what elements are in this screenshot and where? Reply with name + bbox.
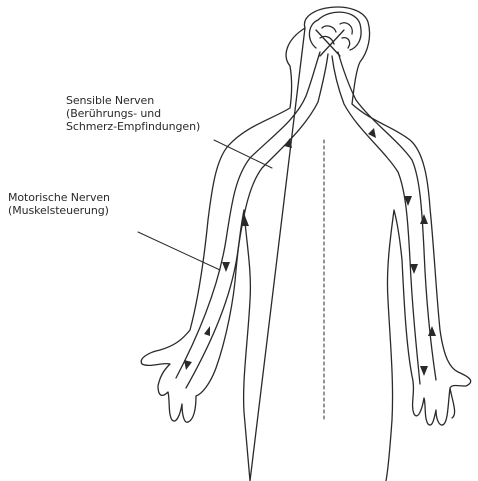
motor-label-line1: Motorische Nerven (8, 191, 110, 204)
arrow-left-4 (204, 326, 210, 336)
sensory-label-line1: Sensible Nerven (66, 94, 200, 107)
arrow-left-3 (222, 262, 230, 272)
arrow-left-5 (184, 360, 192, 370)
motor-nerves-label: Motorische Nerven (Muskelsteuerung) (8, 191, 110, 217)
arrow-right-3 (420, 214, 428, 224)
sensory-label-line3: Schmerz-Empfindungen) (66, 120, 200, 133)
motor-leader-line (138, 232, 220, 270)
sensory-nerves-label: Sensible Nerven (Berührungs- und Schmerz… (66, 94, 200, 133)
sensory-label-line2: (Berührungs- und (66, 107, 200, 120)
body-outline (141, 7, 470, 481)
arrow-right-6 (420, 366, 428, 376)
motor-label-line2: (Muskelsteuerung) (8, 204, 110, 217)
